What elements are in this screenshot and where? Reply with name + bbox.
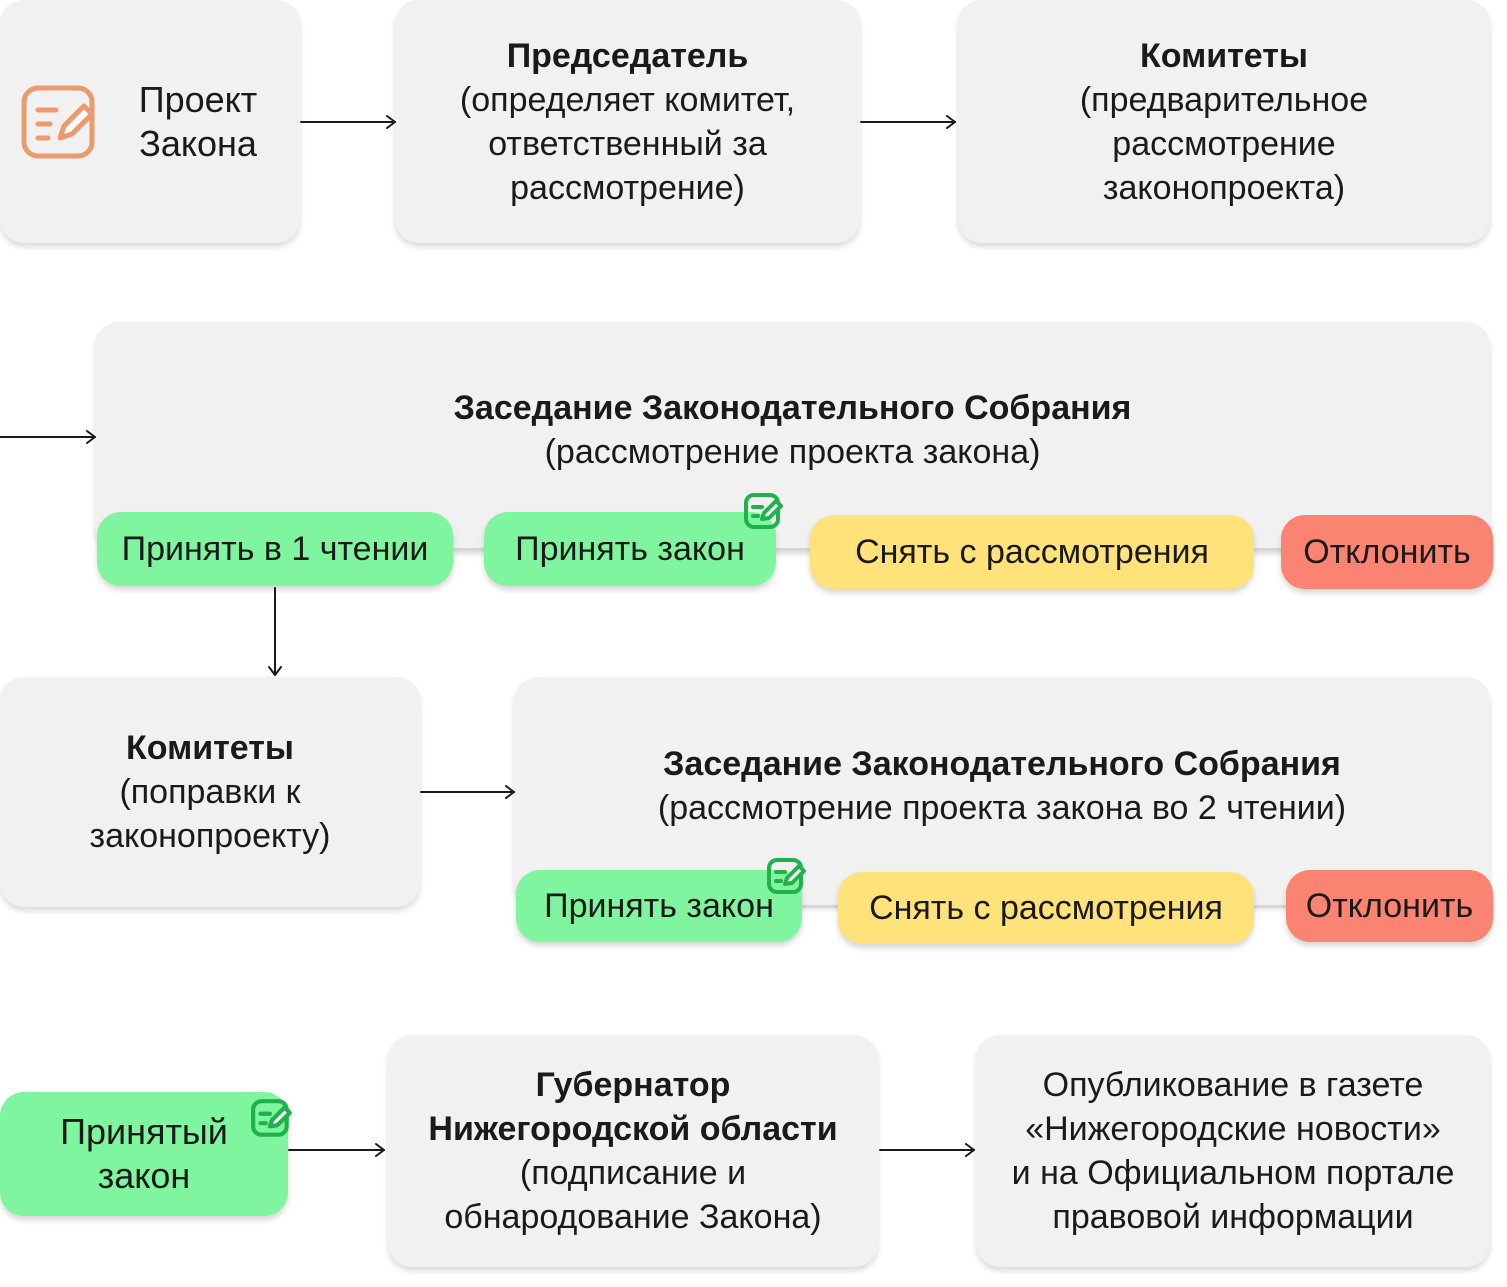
arrow-committees-to-session-2 <box>420 785 515 799</box>
node-session-2: Заседание Законодательного Собрания (рас… <box>514 677 1490 905</box>
signed-document-icon <box>767 858 806 894</box>
node-project: Проект Закона <box>0 0 300 243</box>
node-committees-amendments: Комитеты (поправки к законопроекту) <box>0 677 420 907</box>
committees2-desc-2: законопроекту) <box>89 817 331 855</box>
arrow-adopted-to-governor <box>288 1143 385 1157</box>
document-pen-icon <box>21 85 95 159</box>
chairman-desc-2: ответственный за <box>488 124 767 163</box>
session2-desc: (рассмотрение проекта закона во 2 чтении… <box>657 789 1347 827</box>
option-withdraw-1: Снять с рассмотрения <box>810 515 1254 589</box>
committees2-desc-1: (поправки к <box>119 773 301 811</box>
chairman-title: Председатель <box>506 36 749 75</box>
arrow-into-session-1 <box>0 430 96 444</box>
publication-line-2: «Нижегородские новости» <box>1025 1110 1441 1148</box>
option-adopt-law-2: Принять закон <box>516 870 802 942</box>
project-label: Проект Закона <box>118 78 278 166</box>
option-first-reading: Принять в 1 чтении <box>97 512 453 586</box>
node-chairman: Председатель (определяет комитет, ответс… <box>395 0 860 243</box>
chairman-desc-3: рассмотрение) <box>510 168 745 207</box>
committees1-desc-3: законопроекта) <box>1102 168 1346 207</box>
arrow-project-to-chairman <box>300 115 396 129</box>
project-line-2: Закона <box>139 123 257 164</box>
session1-desc: (рассмотрение проекта закона) <box>544 433 1041 471</box>
option-reject-2: Отклонить <box>1286 870 1493 942</box>
project-line-1: Проект <box>138 79 258 120</box>
session1-header: Заседание Законодательного Собрания (рас… <box>95 386 1490 474</box>
adopted-line-2: закон <box>97 1155 191 1196</box>
node-governor: Губернатор Нижегородской области (подпис… <box>388 1035 878 1267</box>
option-withdraw-2: Снять с рассмотрения <box>838 872 1254 944</box>
signed-document-icon <box>744 493 783 529</box>
governor-desc-1: (подписание и <box>519 1154 747 1192</box>
session2-header: Заседание Законодательного Собрания (рас… <box>514 742 1490 830</box>
node-adopted-law: Принятый закон <box>0 1092 288 1216</box>
governor-desc-2: обнародование Закона) <box>444 1198 822 1236</box>
node-committees-preliminary: Комитеты (предварительное рассмотрение з… <box>958 0 1490 243</box>
arrow-chairman-to-committees <box>860 115 956 129</box>
arrow-first-reading-to-committees <box>268 587 282 676</box>
option-adopt-law-1: Принять закон <box>484 512 776 586</box>
option-reject-1: Отклонить <box>1281 515 1493 589</box>
publication-line-4: правовой информации <box>1052 1198 1414 1236</box>
publication-line-1: Опубликование в газете <box>1042 1066 1424 1104</box>
arrow-governor-to-publication <box>879 1143 975 1157</box>
governor-title-1: Губернатор <box>535 1066 731 1104</box>
signed-document-icon <box>251 1099 292 1137</box>
chairman-desc-1: (определяет комитет, <box>459 80 796 119</box>
adopted-line-1: Принятый <box>60 1111 228 1152</box>
publication-line-3: и на Официальном портале <box>1011 1154 1455 1192</box>
committees1-title: Комитеты <box>1140 36 1308 75</box>
session2-title: Заседание Законодательного Собрания <box>663 745 1341 783</box>
session1-title: Заседание Законодательного Собрания <box>453 389 1132 427</box>
committees2-title: Комитеты <box>126 729 294 767</box>
committees1-desc-1: (предварительное <box>1079 80 1369 119</box>
committees1-desc-2: рассмотрение <box>1112 124 1336 163</box>
node-publication: Опубликование в газете «Нижегородские но… <box>976 1035 1490 1267</box>
governor-title-2: Нижегородской области <box>428 1110 838 1148</box>
